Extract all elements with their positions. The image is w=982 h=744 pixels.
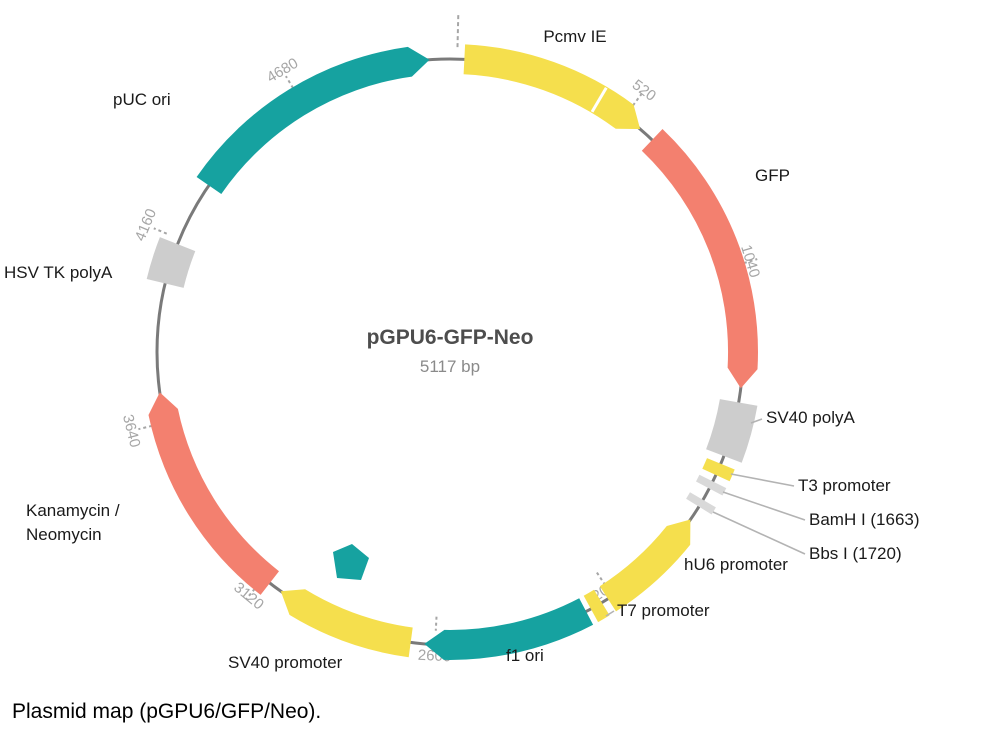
tick-mark-2080	[596, 572, 606, 585]
tick-mark-1040	[743, 258, 758, 265]
leader-sv40-polya	[750, 418, 763, 424]
feature-gfp	[641, 129, 758, 389]
feature-hu6-promoter	[599, 519, 691, 612]
tick-mark-520	[632, 93, 643, 107]
feature-bamhi-site	[696, 474, 727, 496]
label-t7-promoter: T7 promoter	[617, 601, 710, 620]
figure-caption: Plasmid map (pGPU6/GFP/Neo).	[12, 700, 322, 723]
tick-mark-2600	[434, 616, 438, 631]
feature-pcmv-ie	[463, 44, 641, 129]
label-sv40-promoter: SV40 promoter	[228, 653, 343, 672]
plasmid-title: pGPU6-GFP-Neo	[367, 326, 534, 349]
plasmid-size-label: 5117 bp	[420, 357, 480, 376]
tick-label-4160: 4160	[132, 206, 161, 243]
label-sv40-polya: SV40 polyA	[766, 408, 855, 427]
feature-divider-pcmv-ie	[590, 86, 608, 113]
feature-hsv-tk-polya	[146, 237, 196, 288]
feature-bbsi-site	[686, 492, 716, 515]
feature-sv40-promoter	[280, 589, 413, 658]
feature-kan-neo	[148, 392, 279, 595]
label-t3-promoter: T3 promoter	[798, 476, 891, 495]
feature-sv40-polya	[706, 399, 758, 463]
label-bamhi-site: BamH I (1663)	[809, 510, 920, 529]
label-pcmv-ie: Pcmv IE	[543, 27, 606, 46]
leader-bbsi-site	[712, 511, 806, 555]
feature-puc-ori	[196, 46, 430, 195]
leader-t3-promoter	[730, 473, 795, 487]
label-hsv-tk-polya: HSV TK polyA	[4, 263, 113, 282]
leader-bamhi-site	[722, 491, 806, 521]
tick-label-520: 520	[629, 76, 659, 105]
label-bbsi-site: Bbs I (1720)	[809, 544, 902, 563]
label-puc-ori: pUC ori	[113, 90, 171, 109]
label-kan-neo: Kanamycin /Neomycin	[26, 501, 120, 544]
tick-mark-4680	[285, 75, 294, 89]
tick-label-4680: 4680	[264, 55, 301, 87]
feature-t7-promoter	[583, 589, 610, 623]
label-gfp: GFP	[755, 166, 790, 185]
label-hu6-promoter: hU6 promoter	[684, 555, 788, 574]
label-f1-ori: f1 ori	[506, 646, 544, 665]
inner-marker-pentagon	[333, 544, 369, 580]
feature-t3-promoter	[702, 458, 735, 482]
leader-t7-promoter	[605, 610, 615, 617]
origin-tick	[456, 13, 460, 48]
plasmid-map-svg: 5201040208026003120364041604680Pcmv IEGF…	[4, 13, 920, 672]
tick-mark-4160	[153, 227, 168, 235]
feature-f1-ori	[424, 598, 594, 660]
tick-mark-3120	[245, 588, 256, 601]
tick-mark-3640	[138, 424, 153, 431]
plasmid-graphics: 5201040208026003120364041604680Pcmv IEGF…	[4, 13, 920, 672]
tick-label-3640: 3640	[119, 413, 144, 449]
